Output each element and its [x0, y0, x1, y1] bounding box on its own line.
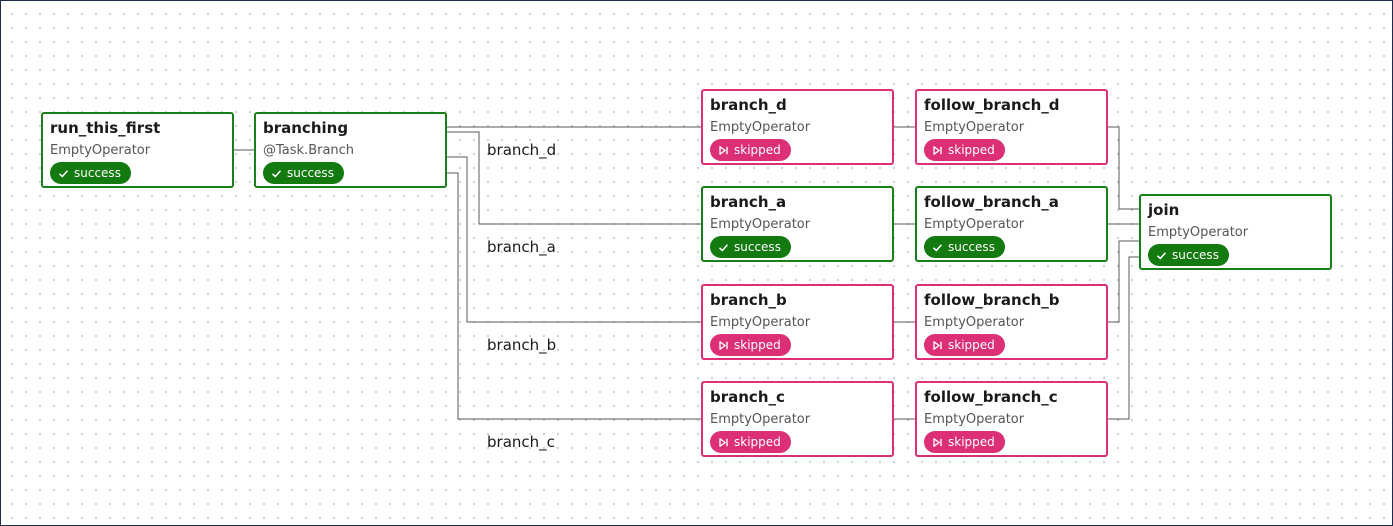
task-operator: EmptyOperator: [924, 412, 1025, 427]
task-node-run-this-first[interactable]: run_this_first EmptyOperator success: [41, 112, 234, 188]
skip-icon: [718, 340, 729, 351]
status-badge-success: success: [710, 236, 791, 258]
status-label: skipped: [948, 338, 995, 352]
task-title: follow_branch_a: [924, 193, 1059, 211]
status-label: success: [74, 166, 121, 180]
check-icon: [932, 242, 943, 253]
status-badge-skipped: skipped: [924, 139, 1005, 161]
task-node-branching[interactable]: branching @Task.Branch success: [254, 112, 447, 188]
skip-icon: [932, 145, 943, 156]
task-operator: EmptyOperator: [710, 412, 811, 427]
edge-follow-branch-c-to-join: [1108, 256, 1140, 420]
status-badge-success: success: [924, 236, 1005, 258]
task-title: run_this_first: [50, 119, 161, 137]
edge-label-branch-a: branch_a: [487, 238, 556, 256]
skip-icon: [718, 145, 729, 156]
task-node-follow-branch-c[interactable]: follow_branch_c EmptyOperator skipped: [915, 381, 1108, 457]
status-badge-skipped: skipped: [924, 431, 1005, 453]
edge-branching-to-branch-a: [447, 131, 701, 225]
task-operator: EmptyOperator: [710, 120, 811, 135]
task-title: branch_b: [710, 291, 787, 309]
task-title: branch_a: [710, 193, 787, 211]
task-operator: EmptyOperator: [50, 143, 151, 158]
edge-branching-to-branch-b: [447, 156, 701, 323]
status-label: success: [1172, 248, 1219, 262]
edge-follow-branch-b-to-join: [1108, 240, 1140, 323]
task-node-follow-branch-d[interactable]: follow_branch_d EmptyOperator skipped: [915, 89, 1108, 165]
status-badge-success: success: [263, 162, 344, 184]
task-title: branch_c: [710, 388, 785, 406]
status-label: skipped: [734, 435, 781, 449]
task-title: branching: [263, 119, 349, 137]
task-operator: EmptyOperator: [1148, 225, 1249, 240]
skip-icon: [932, 340, 943, 351]
task-title: join: [1148, 201, 1180, 219]
task-operator: @Task.Branch: [263, 143, 355, 158]
status-label: skipped: [948, 435, 995, 449]
task-title: follow_branch_c: [924, 388, 1058, 406]
task-operator: EmptyOperator: [924, 315, 1025, 330]
task-node-follow-branch-b[interactable]: follow_branch_b EmptyOperator skipped: [915, 284, 1108, 360]
status-label: success: [948, 240, 995, 254]
check-icon: [271, 168, 282, 179]
check-icon: [718, 242, 729, 253]
check-icon: [1156, 250, 1167, 261]
skip-icon: [932, 437, 943, 448]
status-label: skipped: [734, 143, 781, 157]
status-badge-skipped: skipped: [710, 139, 791, 161]
edge-branching-to-branch-c: [447, 172, 701, 420]
task-title: branch_d: [710, 96, 787, 114]
task-node-branch-c[interactable]: branch_c EmptyOperator skipped: [701, 381, 894, 457]
status-label: skipped: [948, 143, 995, 157]
edge-follow-branch-d-to-join: [1108, 126, 1140, 210]
status-badge-success: success: [1148, 244, 1229, 266]
status-badge-skipped: skipped: [710, 334, 791, 356]
status-label: success: [287, 166, 334, 180]
skip-icon: [718, 437, 729, 448]
task-title: follow_branch_d: [924, 96, 1060, 114]
status-label: skipped: [734, 338, 781, 352]
status-badge-skipped: skipped: [924, 334, 1005, 356]
task-node-follow-branch-a[interactable]: follow_branch_a EmptyOperator success: [915, 186, 1108, 262]
task-operator: EmptyOperator: [924, 120, 1025, 135]
check-icon: [58, 168, 69, 179]
task-operator: EmptyOperator: [924, 217, 1025, 232]
edge-label-branch-c: branch_c: [487, 433, 555, 451]
task-title: follow_branch_b: [924, 291, 1060, 309]
task-node-branch-b[interactable]: branch_b EmptyOperator skipped: [701, 284, 894, 360]
status-badge-skipped: skipped: [710, 431, 791, 453]
edge-label-branch-d: branch_d: [487, 141, 557, 159]
status-label: success: [734, 240, 781, 254]
task-operator: EmptyOperator: [710, 315, 811, 330]
edge-label-branch-b: branch_b: [487, 336, 557, 354]
status-badge-success: success: [50, 162, 131, 184]
task-operator: EmptyOperator: [710, 217, 811, 232]
task-node-branch-a[interactable]: branch_a EmptyOperator success: [701, 186, 894, 262]
task-node-join[interactable]: join EmptyOperator success: [1139, 194, 1332, 270]
task-node-branch-d[interactable]: branch_d EmptyOperator skipped: [701, 89, 894, 165]
